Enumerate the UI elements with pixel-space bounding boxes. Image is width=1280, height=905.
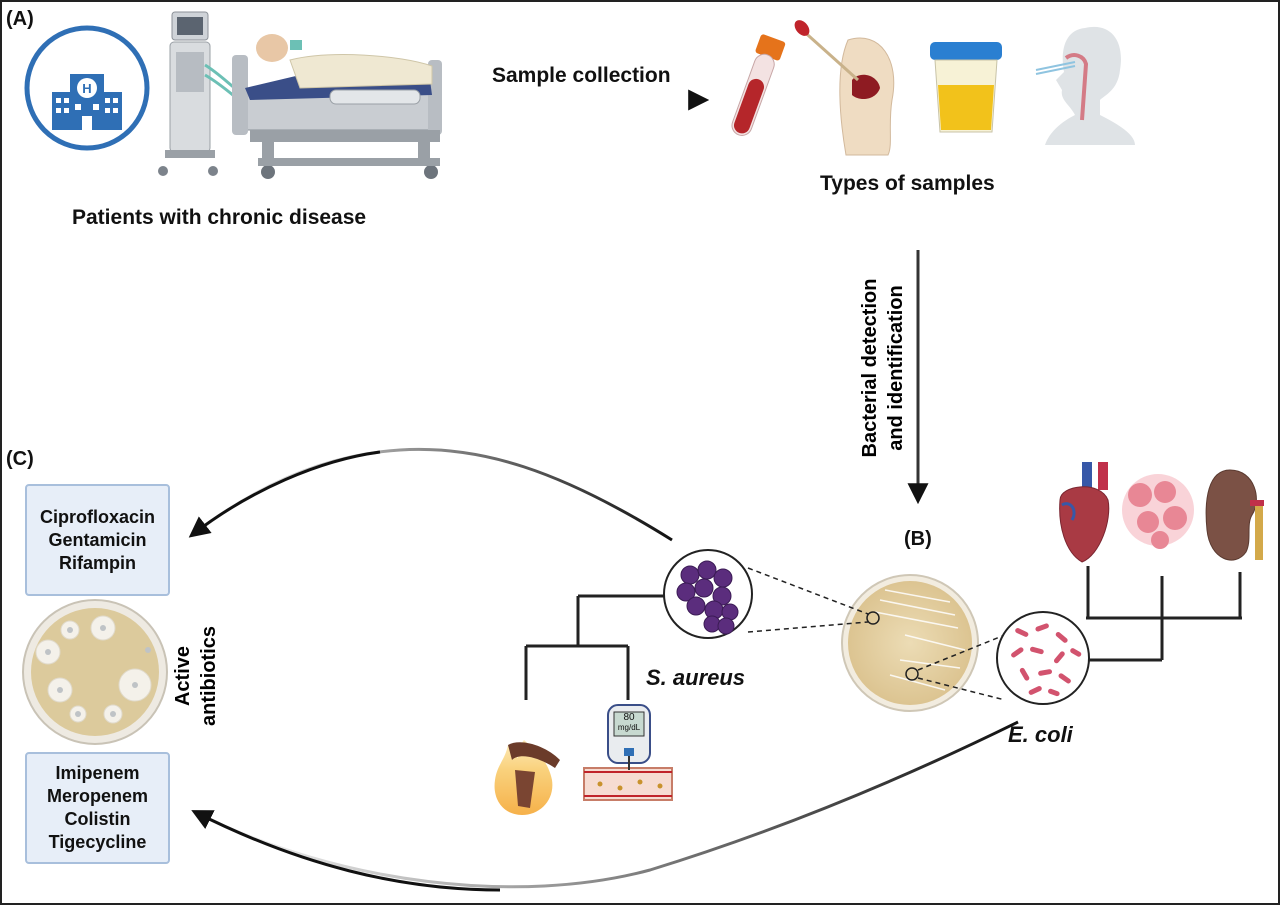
patient-bed-icon bbox=[158, 11, 442, 179]
heart-icon bbox=[1059, 462, 1110, 563]
antibiotic-meropenem: Meropenem bbox=[46, 786, 149, 806]
kidney-icon bbox=[1205, 469, 1264, 561]
antibiotic-group-2: Imipenem Meropenem Colistin Tigecycline bbox=[25, 752, 170, 864]
swab-wound-icon bbox=[794, 20, 895, 156]
blood-tube-icon bbox=[731, 34, 786, 136]
antibiotic-tigecycline: Tigecycline bbox=[48, 832, 147, 852]
curved-arrow-to-group2 bbox=[191, 810, 501, 892]
panel-b-label: (B) bbox=[904, 528, 932, 550]
zoom-lines bbox=[747, 567, 1013, 701]
burn-icon bbox=[494, 740, 560, 815]
staph-bracket bbox=[524, 594, 664, 700]
svg-text:H: H bbox=[82, 81, 91, 96]
panel-a-label: (A) bbox=[6, 8, 34, 30]
ecoli-icon bbox=[996, 611, 1090, 705]
s-aureus-label: S. aureus bbox=[646, 665, 746, 690]
curved-arrow-to-group2-fade bbox=[194, 720, 1019, 889]
antibiotic-ciprofloxacin: Ciprofloxacin bbox=[39, 506, 155, 527]
hospital-icon: H bbox=[24, 25, 150, 151]
curved-arrow-to-group1 bbox=[188, 450, 381, 538]
glucometer-readout: 80 mg/dL bbox=[612, 713, 646, 733]
antibiotic-plate-icon bbox=[22, 599, 168, 745]
bacterial-detection-line-2: and identification bbox=[885, 285, 907, 451]
patients-caption: Patients with chronic disease bbox=[72, 206, 367, 229]
antibiotic-imipenem: Imipenem bbox=[55, 763, 140, 783]
sample-collection-caption: Sample collection bbox=[492, 64, 671, 87]
e-coli-label: E. coli bbox=[1008, 722, 1073, 747]
active-antibiotics-line-1: Active bbox=[172, 645, 194, 707]
organ-bracket bbox=[1086, 566, 1242, 662]
urine-cup-icon bbox=[930, 42, 1002, 133]
glucometer-icon bbox=[583, 704, 673, 801]
antibiotic-rifampin: Rifampin bbox=[58, 552, 136, 573]
antibiotic-gentamicin: Gentamicin bbox=[48, 529, 147, 550]
culture-plate-icon bbox=[841, 574, 979, 712]
bacterial-detection-label: Bacterial detection and identification bbox=[857, 248, 913, 488]
staph-cluster-icon bbox=[663, 549, 753, 639]
antibiotic-group-1: Ciprofloxacin Gentamicin Rifampin bbox=[25, 484, 170, 596]
panel-c-label: (C) bbox=[6, 448, 34, 470]
lung-tissue-icon bbox=[1122, 474, 1194, 549]
glucose-value: 80 bbox=[623, 712, 635, 723]
active-antibiotics-line-2: antibiotics bbox=[198, 626, 220, 727]
types-of-samples-caption: Types of samples bbox=[820, 172, 995, 195]
bacterial-detection-line-1: Bacterial detection bbox=[859, 278, 881, 458]
nasal-swab-icon bbox=[1035, 26, 1135, 146]
active-antibiotics-label: Active antibiotics bbox=[170, 616, 224, 736]
glucose-unit: mg/dL bbox=[617, 723, 641, 732]
antibiotic-colistin: Colistin bbox=[64, 809, 131, 829]
curved-arrow-to-group1-fade bbox=[191, 447, 673, 542]
